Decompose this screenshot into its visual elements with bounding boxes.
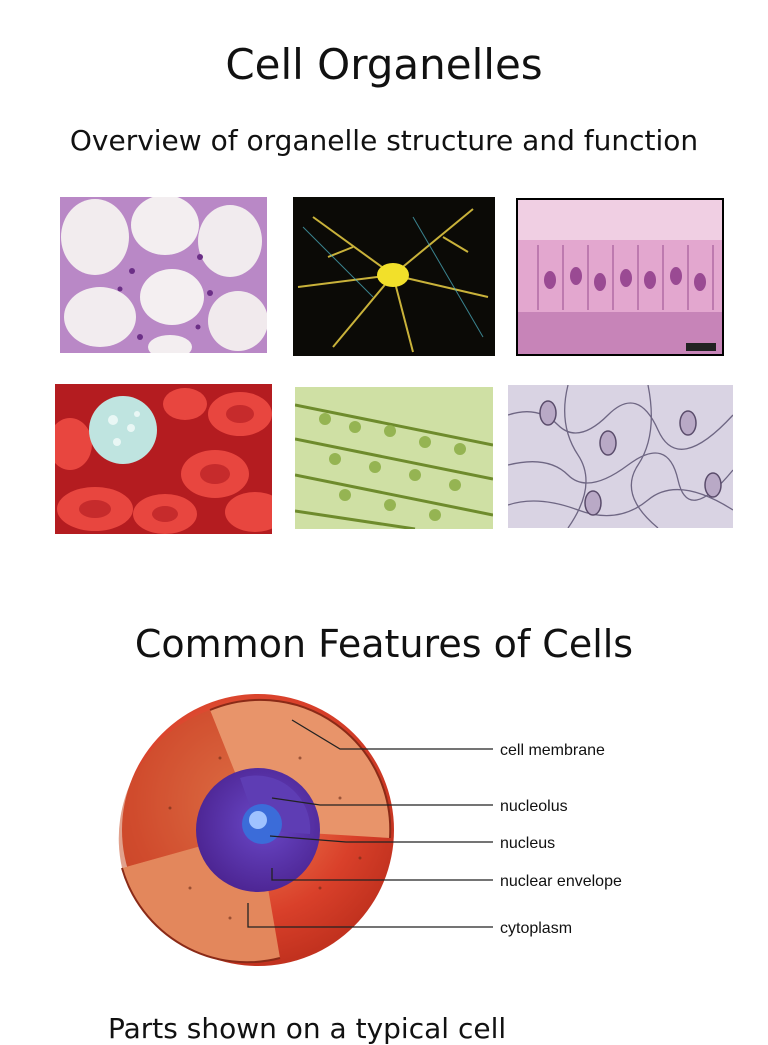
label-nuclear-envelope: nuclear envelope	[500, 873, 622, 890]
page-title: Cell Organelles	[225, 40, 543, 89]
label-cell-membrane: cell membrane	[500, 742, 605, 759]
cut-off-bullet-text: Parts shown on a typical cell	[108, 1012, 507, 1045]
page-subtitle: Overview of organelle structure and func…	[69, 124, 699, 157]
cell-body-icon	[118, 694, 394, 966]
leaf-stomata-micrograph	[508, 385, 733, 528]
label-nucleolus: nucleolus	[500, 798, 568, 815]
plant-cells-chloroplast-micrograph	[295, 387, 493, 529]
adipose-tissue-micrograph	[60, 197, 267, 353]
cell-cross-section-diagram: cell membrane nucleolus nucleus nuclear …	[100, 688, 660, 988]
columnar-epithelium-micrograph	[516, 198, 724, 356]
blood-cells-micrograph	[55, 384, 272, 534]
neuron-micrograph	[293, 197, 495, 356]
section-title: Common Features of Cells	[134, 622, 634, 666]
label-nucleus: nucleus	[500, 835, 555, 852]
label-cytoplasm: cytoplasm	[500, 920, 572, 937]
